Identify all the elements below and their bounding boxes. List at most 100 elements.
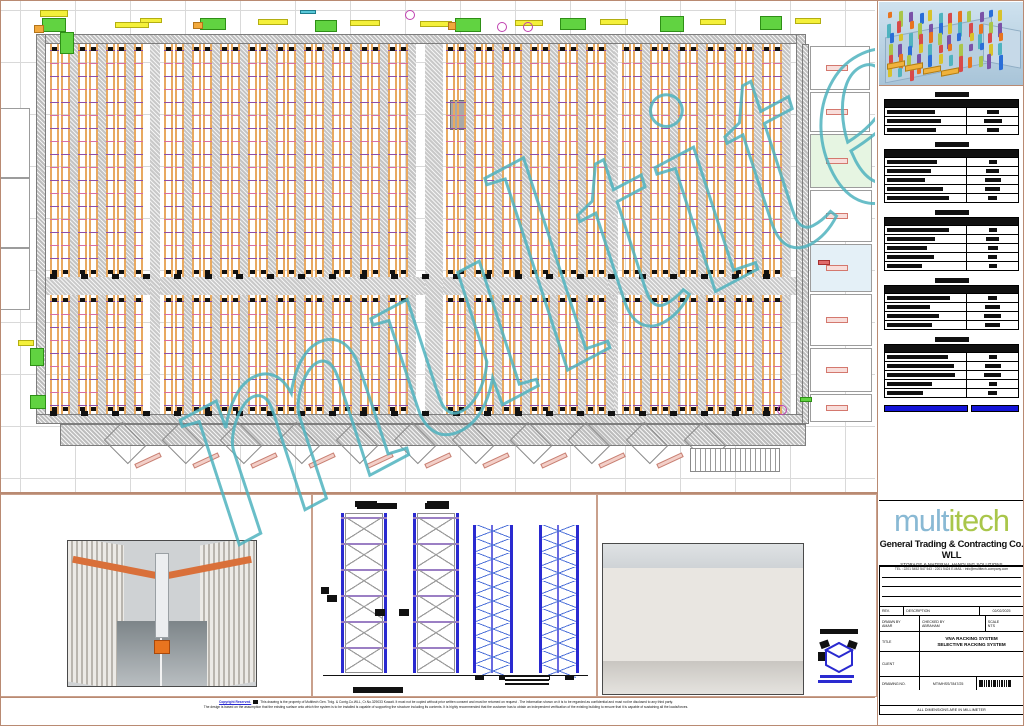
rack-row[interactable] bbox=[485, 44, 494, 277]
rack-row[interactable] bbox=[61, 44, 70, 277]
rack-row[interactable] bbox=[106, 44, 115, 277]
rack-row[interactable] bbox=[134, 295, 143, 414]
rack-row[interactable] bbox=[259, 44, 268, 277]
rack-row[interactable] bbox=[558, 295, 567, 414]
rack-row[interactable] bbox=[231, 44, 240, 277]
rack-row[interactable] bbox=[597, 295, 606, 414]
rack-row[interactable] bbox=[399, 44, 408, 277]
rack-row[interactable] bbox=[513, 295, 522, 414]
rack-row[interactable] bbox=[706, 295, 715, 414]
rack-row[interactable] bbox=[717, 44, 726, 277]
rack-row[interactable] bbox=[530, 295, 539, 414]
rack-row[interactable] bbox=[541, 295, 550, 414]
rack-row[interactable] bbox=[650, 44, 659, 277]
rack-row[interactable] bbox=[371, 44, 380, 277]
rack-row[interactable] bbox=[502, 295, 511, 414]
narrow-aisle bbox=[606, 295, 614, 414]
rack-row[interactable] bbox=[61, 295, 70, 414]
rack-row[interactable] bbox=[650, 295, 659, 414]
rack-row[interactable] bbox=[474, 44, 483, 277]
rack-row[interactable] bbox=[622, 44, 631, 277]
rack-row[interactable] bbox=[706, 44, 715, 277]
rack-row[interactable] bbox=[457, 44, 466, 277]
rack-row[interactable] bbox=[530, 44, 539, 277]
warehouse-floor-plan[interactable] bbox=[0, 0, 875, 492]
rack-row[interactable] bbox=[164, 295, 173, 414]
rack-row[interactable] bbox=[276, 295, 285, 414]
rack-row[interactable] bbox=[248, 295, 257, 414]
rack-row[interactable] bbox=[360, 44, 369, 277]
rack-row[interactable] bbox=[117, 44, 126, 277]
rack-row[interactable] bbox=[734, 295, 743, 414]
rack-row[interactable] bbox=[371, 295, 380, 414]
rack-row[interactable] bbox=[633, 295, 642, 414]
rack-row[interactable] bbox=[248, 44, 257, 277]
rack-row[interactable] bbox=[50, 44, 59, 277]
rack-row[interactable] bbox=[569, 44, 578, 277]
rack-row[interactable] bbox=[134, 44, 143, 277]
rack-row[interactable] bbox=[175, 44, 184, 277]
rack-row[interactable] bbox=[558, 44, 567, 277]
rack-row[interactable] bbox=[203, 44, 212, 277]
rack-row[interactable] bbox=[117, 295, 126, 414]
rack-row[interactable] bbox=[717, 295, 726, 414]
rack-row[interactable] bbox=[231, 295, 240, 414]
rack-row[interactable] bbox=[203, 295, 212, 414]
rack-row[interactable] bbox=[89, 44, 98, 277]
rack-row[interactable] bbox=[661, 295, 670, 414]
rack-row[interactable] bbox=[89, 295, 98, 414]
rack-row[interactable] bbox=[78, 44, 87, 277]
rack-row[interactable] bbox=[388, 44, 397, 277]
rack-row[interactable] bbox=[586, 295, 595, 414]
rack-row[interactable] bbox=[745, 295, 754, 414]
rack-row[interactable] bbox=[78, 295, 87, 414]
rack-row[interactable] bbox=[689, 44, 698, 277]
rack-row[interactable] bbox=[259, 295, 268, 414]
rack-row[interactable] bbox=[287, 295, 296, 414]
rack-row[interactable] bbox=[762, 295, 771, 414]
rack-row[interactable] bbox=[106, 295, 115, 414]
rack-row[interactable] bbox=[622, 295, 631, 414]
rack-row[interactable] bbox=[541, 44, 550, 277]
rack-row[interactable] bbox=[678, 44, 687, 277]
rack-row[interactable] bbox=[399, 295, 408, 414]
rack-row[interactable] bbox=[745, 44, 754, 277]
rack-row[interactable] bbox=[689, 295, 698, 414]
rack-row[interactable] bbox=[773, 44, 782, 277]
rack-row[interactable] bbox=[304, 44, 313, 277]
rack-row[interactable] bbox=[192, 44, 201, 277]
rack-row[interactable] bbox=[502, 44, 511, 277]
rack-row[interactable] bbox=[734, 44, 743, 277]
rack-row[interactable] bbox=[597, 44, 606, 277]
rack-row[interactable] bbox=[513, 44, 522, 277]
rack-row[interactable] bbox=[50, 295, 59, 414]
rack-row[interactable] bbox=[388, 295, 397, 414]
rack-row[interactable] bbox=[332, 44, 341, 277]
rack-row[interactable] bbox=[220, 44, 229, 277]
rack-row[interactable] bbox=[569, 295, 578, 414]
rack-row[interactable] bbox=[192, 295, 201, 414]
rack-row[interactable] bbox=[343, 44, 352, 277]
rack-row[interactable] bbox=[315, 44, 324, 277]
rack-row[interactable] bbox=[315, 295, 324, 414]
rack-row[interactable] bbox=[276, 44, 285, 277]
rack-row[interactable] bbox=[485, 295, 494, 414]
rack-row[interactable] bbox=[304, 295, 313, 414]
rack-row[interactable] bbox=[360, 295, 369, 414]
rack-row[interactable] bbox=[220, 295, 229, 414]
rack-row[interactable] bbox=[474, 295, 483, 414]
rack-row[interactable] bbox=[164, 44, 173, 277]
rack-row[interactable] bbox=[633, 44, 642, 277]
rack-row[interactable] bbox=[678, 295, 687, 414]
rack-row[interactable] bbox=[446, 295, 455, 414]
rack-row[interactable] bbox=[586, 44, 595, 277]
rack-row[interactable] bbox=[762, 44, 771, 277]
rack-row[interactable] bbox=[661, 44, 670, 277]
rack-row[interactable] bbox=[446, 44, 455, 277]
rack-row[interactable] bbox=[773, 295, 782, 414]
rack-row[interactable] bbox=[287, 44, 296, 277]
rack-row[interactable] bbox=[457, 295, 466, 414]
rack-row[interactable] bbox=[175, 295, 184, 414]
rack-row[interactable] bbox=[332, 295, 341, 414]
rack-row[interactable] bbox=[343, 295, 352, 414]
